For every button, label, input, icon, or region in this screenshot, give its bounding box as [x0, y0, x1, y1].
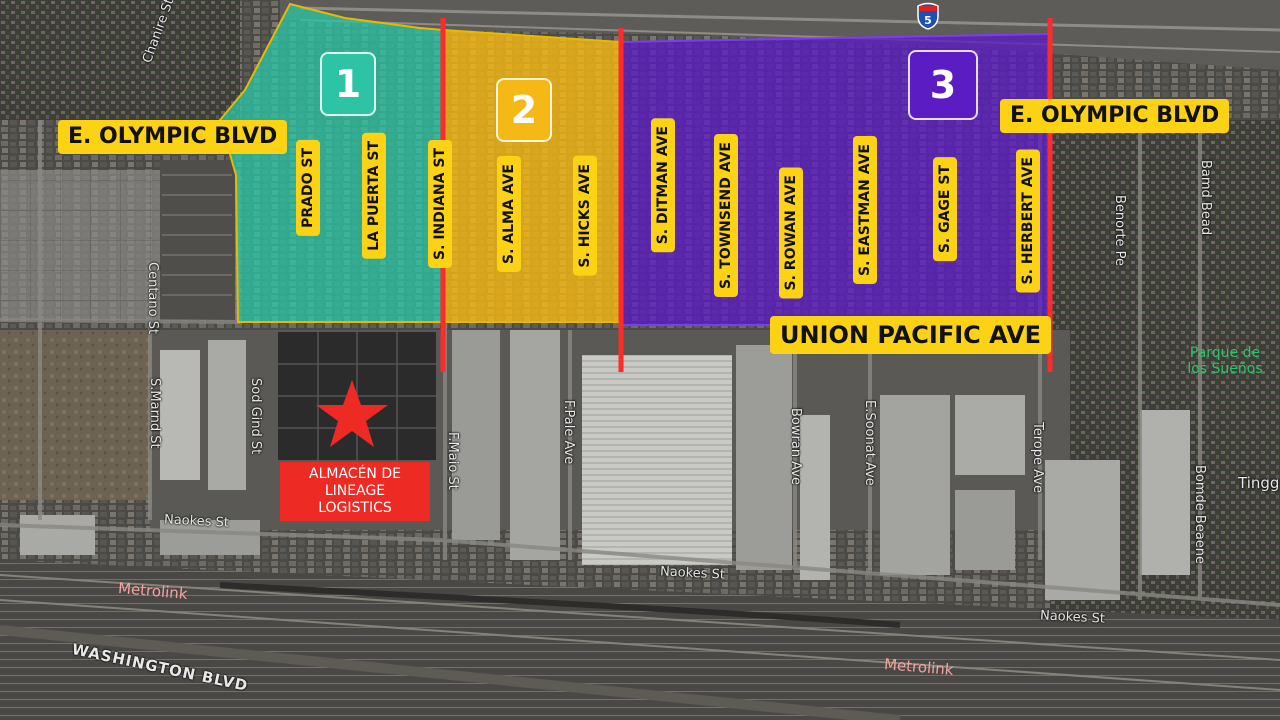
street-s-ditman-ave: S. DITMAN AVE [651, 118, 675, 253]
map-label-benorte: Benorte Pe [1112, 195, 1127, 267]
warehouse-label: ALMACÉN DE LINEAGE LOGISTICS [280, 462, 430, 521]
street-la-puerta-st: LA PUERTA ST [362, 133, 386, 259]
park-label[interactable]: Parque de los Sueños [1187, 345, 1263, 377]
map-label-sodgind: Sod Gind St [248, 378, 263, 455]
map-label-bomde: Bomde Beaene [1192, 465, 1207, 565]
map-label-esoonat: E.Soonat Ave [862, 400, 877, 486]
zone-1-badge[interactable]: 1 [320, 52, 376, 116]
map-label-terope: Terope Ave [1030, 422, 1045, 493]
map-label-centano: Centano St [145, 262, 160, 335]
union-pacific-ave-label: UNION PACIFIC AVE [770, 316, 1052, 354]
map-label-tingg: Tingg [1238, 474, 1280, 492]
street-prado-st: PRADO ST [296, 140, 320, 236]
map-label-bamd: Bamd Bead [1198, 160, 1213, 236]
map-label-smarnd: S.Marnd St [147, 378, 162, 449]
interstate-number: 5 [924, 14, 932, 27]
olympic-blvd-east-label: E. OLYMPIC BLVD [1000, 99, 1230, 133]
olympic-blvd-west-label: E. OLYMPIC BLVD [58, 120, 288, 154]
street-s-eastman-ave: S. EASTMAN AVE [853, 136, 877, 284]
zone-2-number: 2 [510, 88, 538, 132]
map-label-fpale: F.Pale Ave [561, 400, 576, 465]
street-s-hicks-ave: S. HICKS AVE [573, 156, 597, 276]
zone-3-number: 3 [929, 63, 957, 107]
zone-2-badge[interactable]: 2 [496, 78, 552, 142]
map-label-fmaio: F.Maio St [445, 432, 460, 490]
street-s-rowan-ave: S. ROWAN AVE [779, 167, 803, 299]
star-icon[interactable] [314, 378, 390, 450]
zone-1-number: 1 [334, 62, 362, 106]
zone-3-badge[interactable]: 3 [908, 50, 978, 120]
map-label-bowran: Bowran Ave [788, 408, 803, 486]
street-s-townsend-ave: S. TOWNSEND AVE [714, 134, 738, 298]
interstate-shield-icon: 5 [917, 2, 939, 30]
street-s-indiana-st: S. INDIANA ST [428, 140, 452, 268]
street-s-herbert-ave: S. HERBERT AVE [1016, 149, 1040, 293]
street-s-gage-st: S. GAGE ST [933, 157, 957, 262]
street-s-alma-ave: S. ALMA AVE [497, 156, 521, 272]
